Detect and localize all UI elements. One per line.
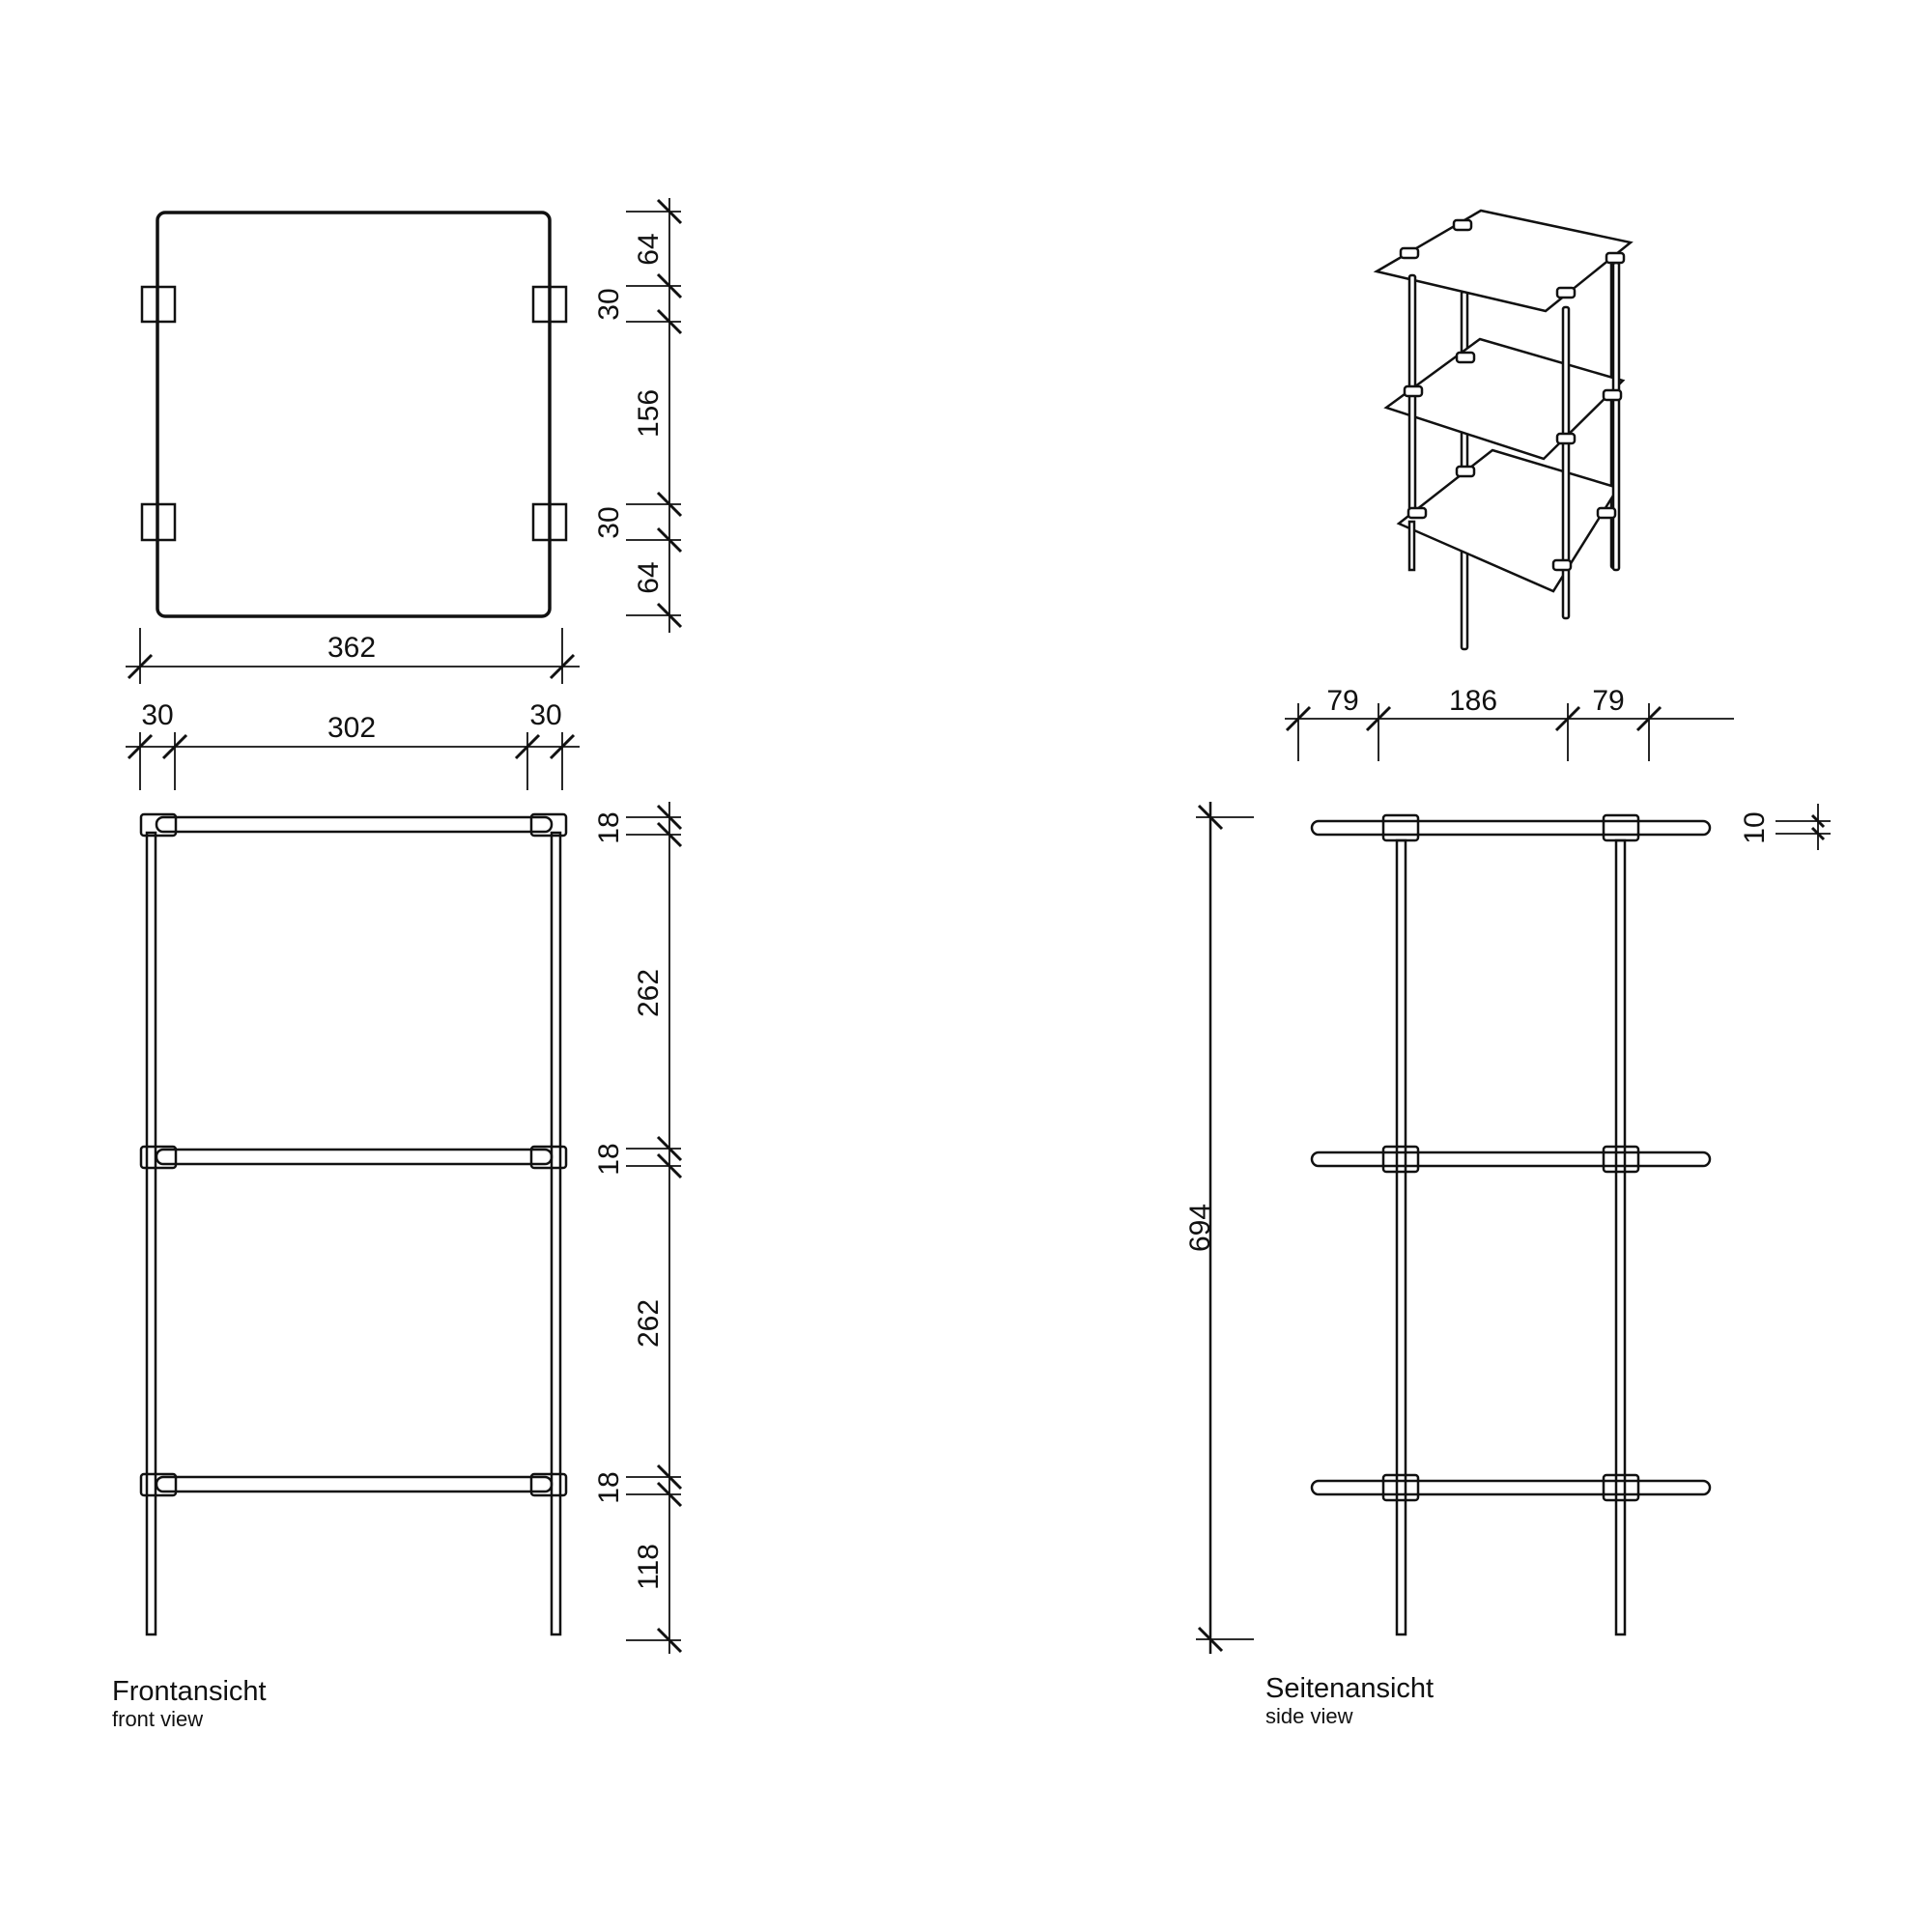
front-view-right-leg bbox=[550, 831, 562, 1636]
side-view-back-leg bbox=[1614, 838, 1627, 1636]
dim-64-top: 64 bbox=[633, 233, 665, 265]
top-view-connector bbox=[531, 502, 568, 542]
iso-connector bbox=[1602, 388, 1623, 402]
iso-connector bbox=[1399, 246, 1420, 260]
dim-30-top: 30 bbox=[593, 288, 625, 320]
iso-connector bbox=[1455, 351, 1476, 364]
dim-262-upper: 262 bbox=[633, 969, 665, 1017]
dim-186: 186 bbox=[1449, 685, 1497, 717]
iso-connector bbox=[1452, 218, 1473, 232]
dim-156: 156 bbox=[633, 389, 665, 438]
front-view-shelf-bottom bbox=[139, 1472, 568, 1497]
top-view-part-width-dimension: 30 302 30 bbox=[126, 699, 580, 790]
iso-shelf-bottom bbox=[1396, 448, 1620, 593]
side-view-shelf-top bbox=[1310, 813, 1712, 842]
dim-118: 118 bbox=[633, 1544, 665, 1590]
dim-30-bottom: 30 bbox=[593, 506, 625, 538]
isometric-view bbox=[1373, 209, 1634, 651]
top-view-shelf-outline bbox=[156, 211, 552, 618]
top-view-connector bbox=[531, 285, 568, 324]
top-view-total-width-dimension: 362 bbox=[126, 628, 580, 684]
iso-right-back-leg bbox=[1611, 261, 1621, 572]
dim-362: 362 bbox=[327, 632, 376, 664]
dim-79-left: 79 bbox=[1326, 685, 1358, 717]
top-view: 64 30 156 30 64 362 30 302 bbox=[126, 198, 683, 790]
front-view-vertical-dimension: 18 262 18 262 18 118 bbox=[593, 802, 683, 1654]
front-view-left-leg bbox=[145, 831, 157, 1636]
dim-30-left: 30 bbox=[141, 699, 173, 731]
dim-18-bottom: 18 bbox=[593, 1471, 625, 1503]
front-view-title: Frontansicht bbox=[112, 1676, 267, 1707]
side-view-thickness-dimension: 10 bbox=[1739, 804, 1831, 850]
dim-694: 694 bbox=[1184, 1204, 1216, 1252]
front-view-caption: Frontansicht front view bbox=[112, 1676, 267, 1732]
dim-18-middle: 18 bbox=[593, 1143, 625, 1175]
front-view-shelf-top bbox=[139, 812, 568, 838]
front-view: 18 262 18 262 18 118 bbox=[139, 802, 683, 1654]
dim-302: 302 bbox=[327, 712, 376, 744]
iso-connector bbox=[1596, 506, 1617, 520]
top-view-connector bbox=[140, 285, 177, 324]
iso-front-right-leg bbox=[1561, 305, 1571, 620]
side-view-title: Seitenansicht bbox=[1265, 1673, 1435, 1704]
side-view-shelf-bottom bbox=[1310, 1473, 1712, 1502]
side-view-horizontal-dimension: 79 186 79 bbox=[1285, 685, 1734, 761]
side-view: 79 186 79 694 10 bbox=[1184, 685, 1831, 1654]
side-view-height-dimension: 694 bbox=[1184, 802, 1254, 1654]
dim-30-right: 30 bbox=[529, 699, 561, 731]
dim-79-right: 79 bbox=[1592, 685, 1624, 717]
dim-262-lower: 262 bbox=[633, 1299, 665, 1348]
front-view-subtitle: front view bbox=[112, 1707, 204, 1731]
top-view-connector bbox=[140, 502, 177, 542]
iso-shelf-top bbox=[1373, 209, 1634, 313]
side-view-front-leg bbox=[1395, 838, 1407, 1636]
side-view-subtitle: side view bbox=[1265, 1704, 1353, 1728]
iso-connector bbox=[1403, 384, 1424, 398]
iso-connector bbox=[1605, 251, 1626, 265]
side-view-shelf-middle bbox=[1310, 1145, 1712, 1174]
front-view-shelf-middle bbox=[139, 1145, 568, 1170]
iso-connector bbox=[1555, 432, 1577, 445]
dim-10: 10 bbox=[1739, 811, 1771, 843]
side-view-caption: Seitenansicht side view bbox=[1265, 1673, 1434, 1729]
dim-18-top: 18 bbox=[593, 811, 625, 843]
iso-shelf-middle bbox=[1383, 337, 1626, 461]
iso-connector bbox=[1406, 506, 1428, 520]
top-view-vertical-dimension: 64 30 156 30 64 bbox=[593, 198, 683, 633]
iso-connector bbox=[1455, 465, 1476, 478]
iso-connector bbox=[1555, 286, 1577, 299]
iso-connector bbox=[1551, 558, 1573, 572]
iso-leg-end bbox=[1407, 520, 1416, 572]
dim-64-bottom: 64 bbox=[633, 561, 665, 593]
